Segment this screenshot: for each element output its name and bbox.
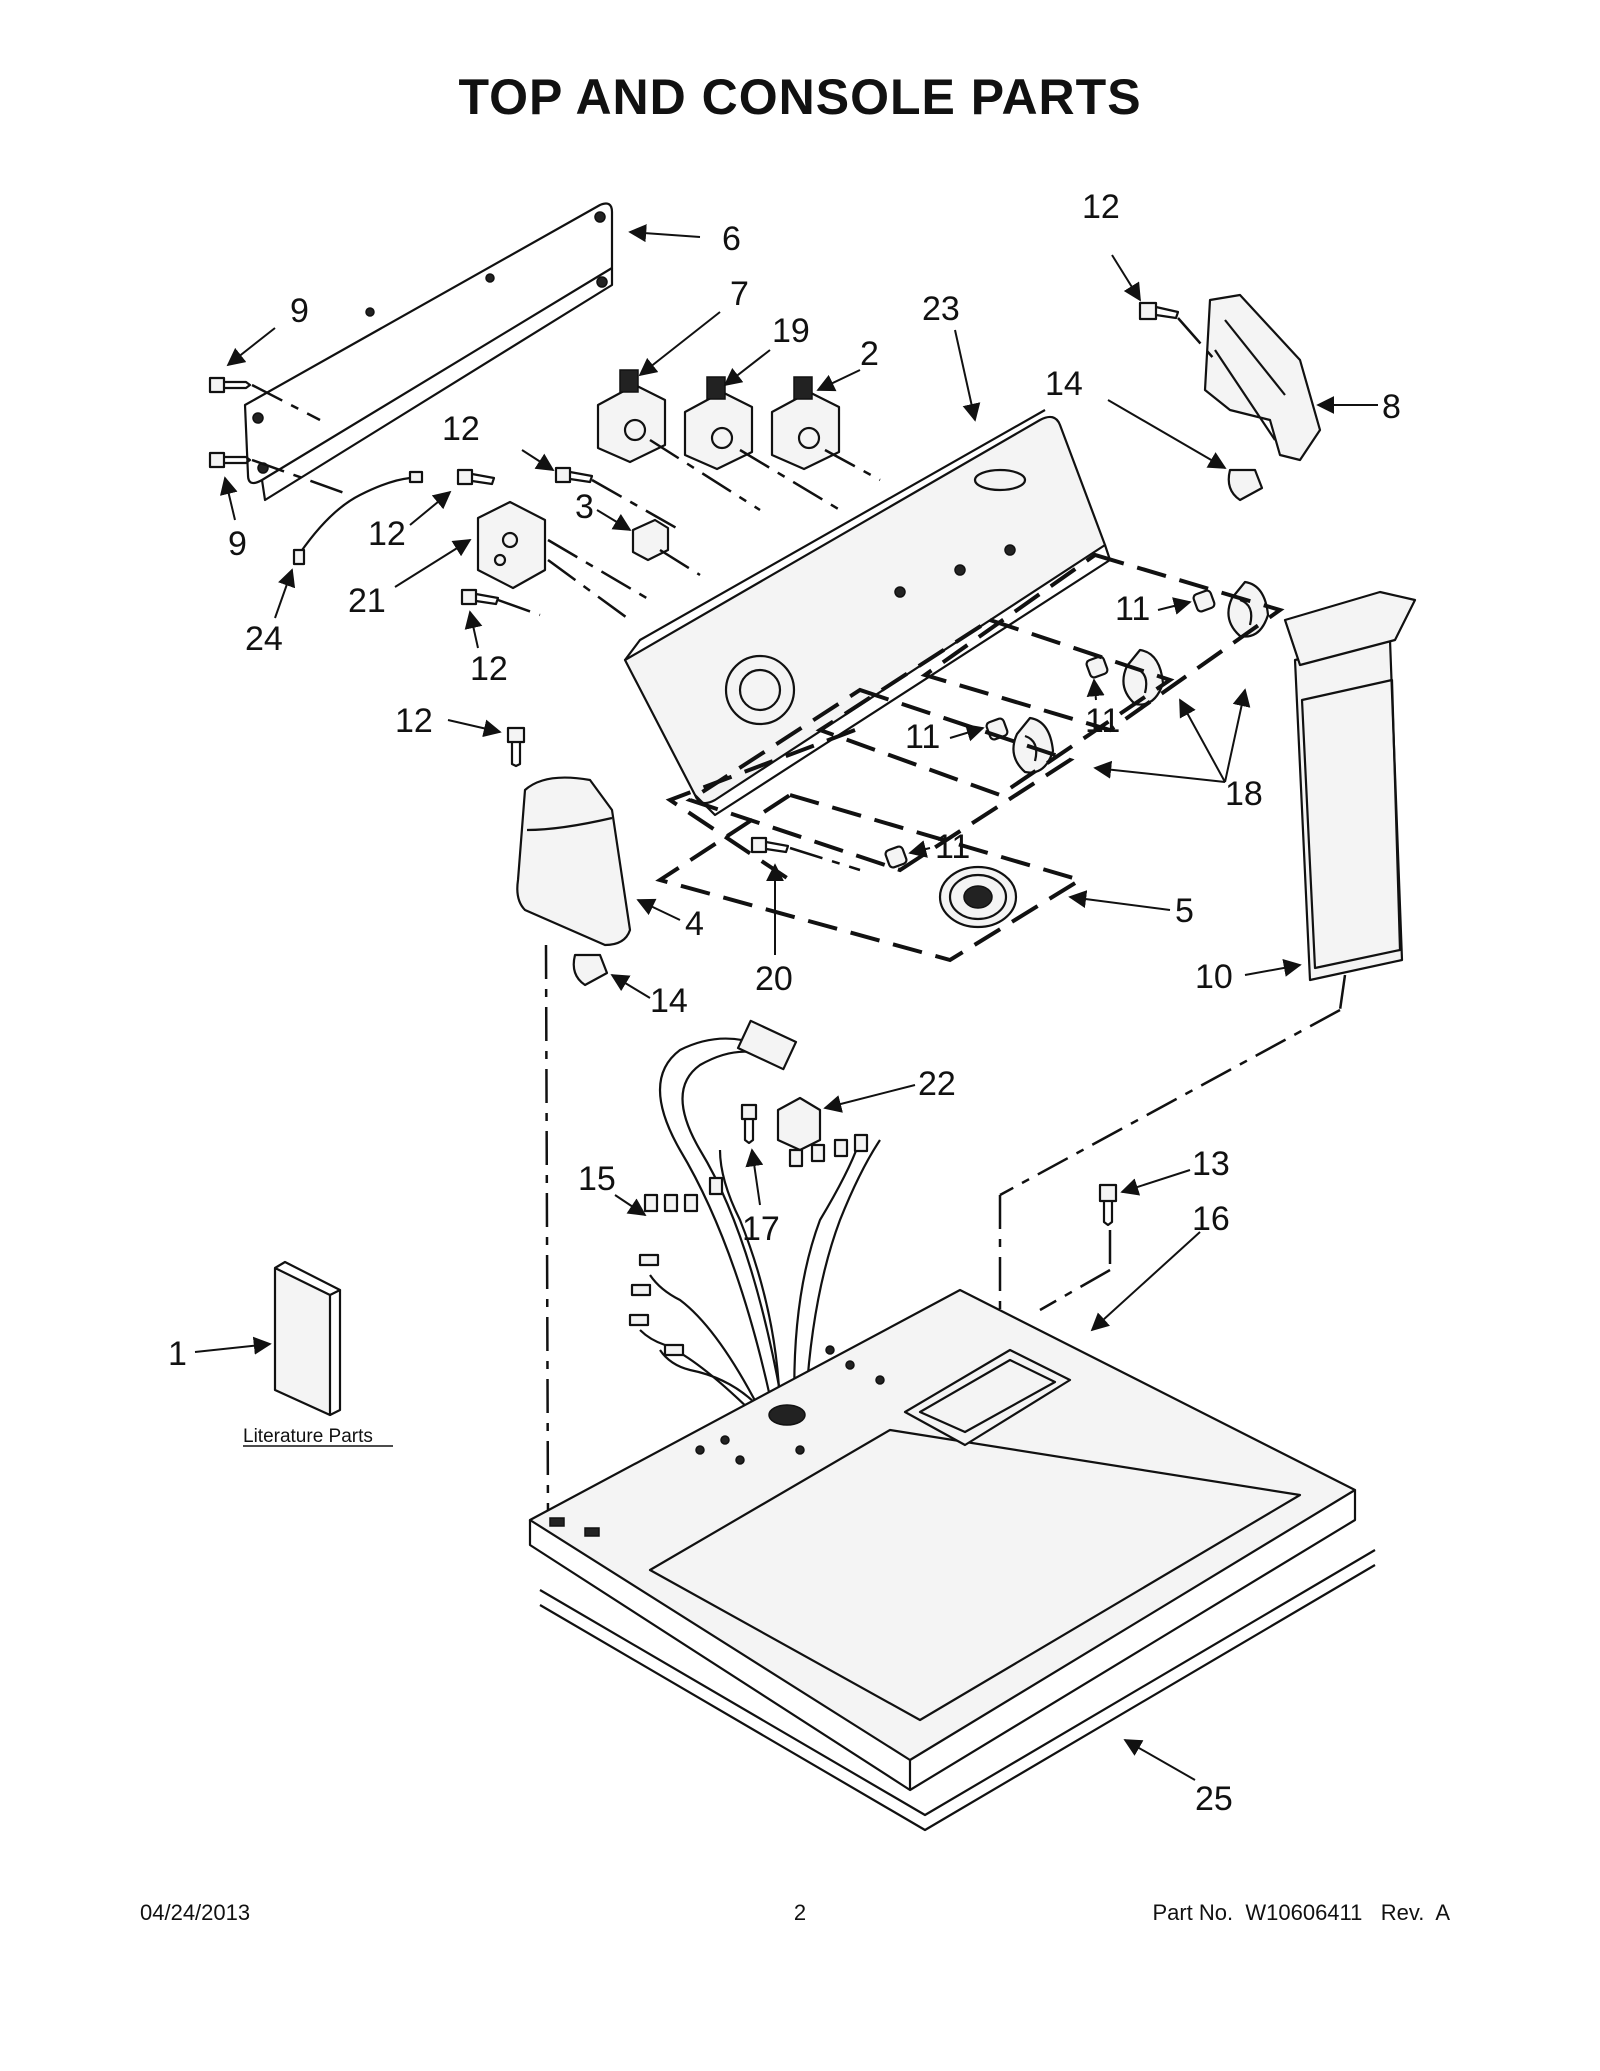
- screw-12-endcap: [506, 726, 526, 768]
- switch-7: [596, 369, 667, 464]
- callout-12: 12: [470, 650, 508, 688]
- clip-14-top: [1227, 468, 1264, 502]
- screw-12-timer-top: [456, 468, 496, 486]
- callout-2: 2: [860, 335, 879, 373]
- callout-6: 6: [722, 220, 741, 258]
- callout-8: 8: [1382, 388, 1401, 426]
- literature-parts-label: Literature Parts: [243, 1426, 373, 1447]
- callout-19: 19: [772, 312, 810, 350]
- callout-9: 9: [228, 525, 247, 563]
- switch-19: [683, 376, 754, 471]
- callout-11: 11: [905, 718, 940, 756]
- console-23: [623, 409, 1112, 817]
- callout-12: 12: [368, 515, 406, 553]
- callout-11: 11: [1085, 702, 1120, 740]
- callout-5: 5: [1175, 892, 1194, 930]
- footer-date: 04/24/2013: [140, 1900, 251, 1925]
- screw-17: [740, 1103, 758, 1145]
- callout-1: 1: [168, 1335, 187, 1373]
- rear-panel-6: [243, 202, 614, 502]
- callout-11: 11: [935, 828, 970, 866]
- callout-20: 20: [755, 960, 793, 998]
- screw-9-lower: [208, 451, 252, 469]
- base-gasket-25: [539, 1549, 1376, 1832]
- callout-11: 11: [1115, 590, 1150, 628]
- screw-12-bracket: [1138, 301, 1180, 321]
- knob-5: [938, 865, 1018, 929]
- callout-13: 13: [1192, 1145, 1230, 1183]
- callout-12: 12: [395, 702, 433, 740]
- footer-page-number: 2: [793, 1900, 807, 1925]
- callout-3: 3: [575, 488, 594, 526]
- screw-9-upper: [208, 376, 252, 394]
- footer-part-number: Part No. W10606411 Rev. A: [1152, 1900, 1450, 1925]
- callout-15: 15: [578, 1160, 616, 1198]
- screw-12-timer-bottom: [460, 588, 500, 606]
- literature-book-1: [273, 1260, 342, 1417]
- knob-18-c: [1012, 716, 1055, 774]
- screw-12-mid: [554, 466, 594, 484]
- switch-2: [770, 376, 841, 471]
- callout-9: 9: [290, 292, 309, 330]
- bracket-8: [1203, 293, 1322, 462]
- callout-25: 25: [1195, 1780, 1233, 1818]
- clip-14-bottom: [572, 953, 609, 987]
- callout-17: 17: [742, 1210, 780, 1248]
- callout-23: 23: [922, 290, 960, 328]
- bushing-11-d: [884, 845, 908, 869]
- timer-21: [476, 500, 547, 590]
- lint-screen-10: [1283, 590, 1417, 982]
- callout-22: 22: [918, 1065, 956, 1103]
- callout-14: 14: [1045, 365, 1083, 403]
- callout-14: 14: [650, 982, 688, 1020]
- harness-24: [292, 470, 424, 566]
- terminal-22: [776, 1096, 822, 1152]
- screw-13: [1098, 1183, 1118, 1227]
- screw-20: [750, 836, 790, 854]
- callout-21: 21: [348, 582, 386, 620]
- bracket-3: [631, 518, 670, 562]
- bushing-11-a: [1192, 589, 1216, 613]
- wire-harness-15: [628, 1019, 881, 1421]
- bushing-11-b: [1085, 655, 1109, 679]
- callout-16: 16: [1192, 1200, 1230, 1238]
- callout-7: 7: [730, 275, 749, 313]
- callout-12: 12: [1082, 188, 1120, 226]
- callout-4: 4: [685, 905, 704, 943]
- end-cap-4: [516, 776, 632, 947]
- callout-18: 18: [1225, 775, 1263, 813]
- top-panel-16: [528, 1288, 1357, 1792]
- callout-12: 12: [442, 410, 480, 448]
- callout-10: 10: [1195, 958, 1233, 996]
- callout-labels: 6 9 9 7 19 2 23 12 8 14 12 3 12 21 24 12…: [168, 188, 1401, 1818]
- page-title: TOP AND CONSOLE PARTS: [458, 69, 1142, 125]
- knob-18-a: [1227, 580, 1270, 638]
- callout-24: 24: [245, 620, 283, 658]
